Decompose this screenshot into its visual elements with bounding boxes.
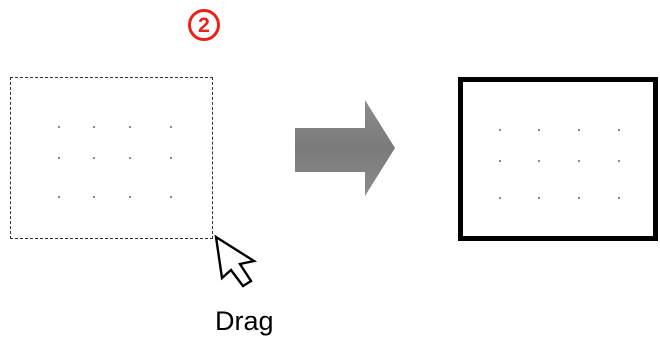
grid-dot [129, 157, 131, 159]
grid-dot [499, 129, 501, 131]
grid-dot [170, 196, 172, 198]
grid-dot [538, 197, 540, 199]
grid-dot [93, 196, 95, 198]
right-arrow-icon [295, 100, 395, 196]
grid-dot [58, 157, 60, 159]
mouse-pointer-icon [214, 234, 258, 288]
grid-dot [578, 160, 580, 162]
result-rectangle [458, 77, 658, 241]
grid-dot [538, 160, 540, 162]
grid-dot [538, 129, 540, 131]
grid-dot [618, 160, 620, 162]
grid-dot [129, 126, 131, 128]
grid-dot [93, 126, 95, 128]
grid-dot [578, 129, 580, 131]
grid-dot [618, 197, 620, 199]
grid-dot [170, 126, 172, 128]
grid-dot [499, 197, 501, 199]
grid-dot [93, 157, 95, 159]
drag-selection-rectangle [10, 77, 213, 239]
grid-dot [58, 126, 60, 128]
grid-dot [618, 129, 620, 131]
grid-dot [578, 197, 580, 199]
grid-dot [170, 157, 172, 159]
grid-dot [58, 196, 60, 198]
drag-caption: Drag [215, 306, 274, 336]
step-number-badge: 2 [188, 9, 220, 41]
grid-dot [499, 160, 501, 162]
grid-dot [129, 196, 131, 198]
